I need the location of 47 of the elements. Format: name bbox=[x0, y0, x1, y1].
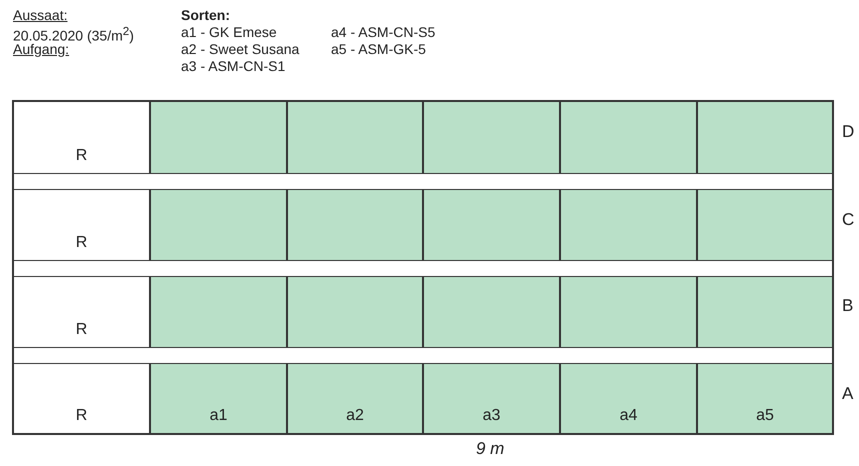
variety-text: a4 - ASM-CN-S5 bbox=[331, 24, 436, 40]
plot bbox=[287, 101, 423, 174]
heading-label: Aussaat: bbox=[13, 7, 68, 23]
plot bbox=[697, 363, 833, 434]
plot-label: a1 bbox=[210, 407, 228, 425]
plot-label: R bbox=[76, 234, 88, 252]
plot bbox=[423, 363, 560, 434]
variety-text: a2 - Sweet Susana bbox=[181, 41, 300, 57]
border-plot bbox=[13, 276, 150, 348]
variety-text: a1 - GK Emese bbox=[181, 24, 277, 40]
plot bbox=[423, 189, 560, 261]
row-label: D bbox=[842, 124, 854, 140]
plot bbox=[150, 276, 287, 348]
plot bbox=[287, 189, 423, 261]
variety-text: a5 - ASM-GK-5 bbox=[331, 41, 426, 57]
row-label: B bbox=[842, 298, 854, 314]
plot bbox=[560, 189, 697, 261]
date-text: 20.05.2020 (35/m$^{2}$) bbox=[13, 24, 134, 44]
plot-label: a5 bbox=[756, 407, 774, 425]
plot bbox=[150, 189, 287, 261]
plot bbox=[287, 363, 423, 434]
plot bbox=[150, 363, 287, 434]
plot bbox=[560, 363, 697, 434]
heading-label: Aufgang: bbox=[13, 41, 70, 57]
border-plot bbox=[13, 363, 150, 434]
plot-label: a2 bbox=[346, 407, 364, 425]
plot-label: R bbox=[76, 321, 88, 339]
plot-label: a4 bbox=[620, 407, 638, 425]
plot bbox=[697, 276, 833, 348]
row-label: A bbox=[842, 386, 854, 402]
border-plot bbox=[13, 189, 150, 261]
dimension-label: 9 m bbox=[476, 441, 504, 457]
plot-label: a3 bbox=[482, 407, 500, 425]
plot bbox=[423, 101, 560, 174]
border-plot bbox=[13, 101, 150, 174]
row-label: C bbox=[842, 212, 854, 228]
plot bbox=[423, 276, 560, 348]
plot bbox=[560, 101, 697, 174]
plot bbox=[560, 276, 697, 348]
plot bbox=[697, 189, 833, 261]
plot bbox=[150, 101, 287, 174]
variety-text: a3 - ASM-CN-S1 bbox=[181, 58, 286, 74]
heading-label: Sorten: bbox=[181, 7, 230, 23]
plot bbox=[287, 276, 423, 348]
plot-label: R bbox=[76, 147, 88, 165]
plot bbox=[697, 101, 833, 174]
plot-label: R bbox=[76, 407, 88, 425]
